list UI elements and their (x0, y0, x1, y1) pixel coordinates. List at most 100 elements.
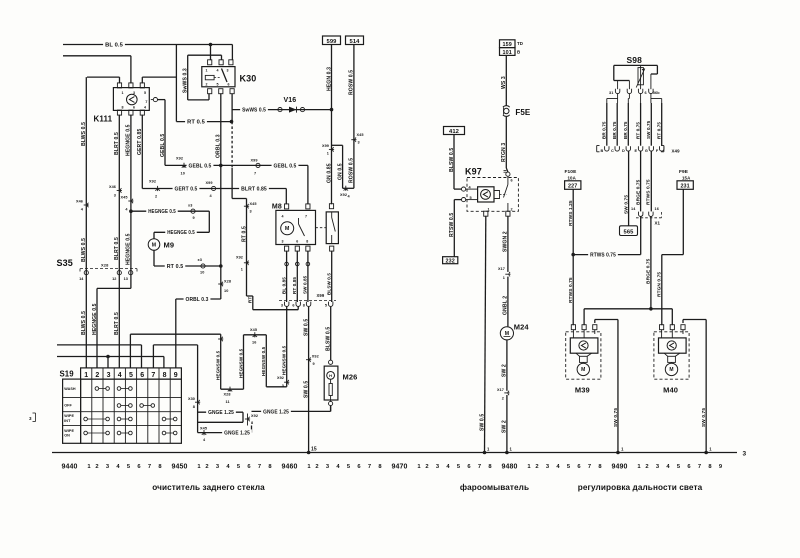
svg-text:фароомыватель: фароомыватель (460, 483, 529, 492)
svg-text:8: 8 (158, 464, 162, 470)
svg-text:SW 0.75: SW 0.75 (613, 408, 619, 427)
svg-text:SW 0.75: SW 0.75 (623, 195, 629, 214)
svg-text:GNGE 1.25: GNGE 1.25 (224, 430, 250, 436)
svg-text:11: 11 (226, 400, 230, 404)
svg-text:M24: M24 (514, 323, 530, 332)
svg-text:BLRT 0.5: BLRT 0.5 (114, 237, 120, 260)
svg-text:X45: X45 (200, 427, 207, 431)
svg-text:8: 8 (303, 304, 305, 308)
svg-text:7: 7 (148, 464, 151, 470)
svg-text:3: 3 (114, 194, 116, 198)
svg-text:X28: X28 (101, 263, 109, 268)
svg-text:RT 0.75: RT 0.75 (635, 122, 640, 139)
svg-text:1: 1 (637, 464, 641, 470)
svg-text:8: 8 (598, 464, 602, 470)
svg-text:1: 1 (503, 276, 505, 280)
svg-text:RT: RT (248, 297, 253, 303)
svg-text:2: 2 (502, 397, 504, 401)
svg-text:4: 4 (666, 464, 670, 470)
svg-text:F9E: F9E (679, 169, 689, 175)
svg-text:412: 412 (449, 129, 459, 135)
svg-text:BRGE 0.75: BRGE 0.75 (646, 258, 652, 284)
svg-text:7: 7 (588, 464, 591, 470)
svg-text:13: 13 (124, 277, 128, 281)
svg-text:C: C (611, 149, 614, 153)
svg-text:GERT 0.85: GERT 0.85 (137, 129, 143, 155)
svg-text:RT 0.5: RT 0.5 (167, 264, 184, 270)
svg-text:4: 4 (144, 106, 146, 110)
svg-text:8: 8 (163, 372, 167, 379)
svg-text:14: 14 (79, 277, 84, 281)
svg-text:31: 31 (609, 91, 613, 95)
svg-text:F5E: F5E (515, 108, 531, 117)
svg-text:HEGNSW 0.5: HEGNSW 0.5 (261, 346, 266, 376)
svg-text:232: 232 (446, 258, 455, 264)
svg-text:3: 3 (282, 384, 284, 388)
svg-text:X99: X99 (317, 293, 325, 298)
svg-text:16: 16 (252, 341, 256, 345)
svg-text:3: 3 (216, 464, 220, 470)
svg-text:HEGNGE 0.5: HEGNGE 0.5 (167, 230, 195, 236)
svg-text:3: 3 (326, 464, 330, 470)
svg-text:6: 6 (296, 240, 298, 244)
svg-text:GEBL 0.5: GEBL 0.5 (189, 163, 212, 169)
svg-text:GN 0.85: GN 0.85 (326, 163, 332, 183)
svg-text:7: 7 (258, 464, 261, 470)
svg-text:X45: X45 (121, 196, 128, 200)
svg-text:X1: X1 (655, 221, 661, 226)
svg-text:101: 101 (503, 50, 512, 56)
svg-text:3: 3 (106, 464, 110, 470)
svg-text:5: 5 (677, 464, 681, 470)
svg-text:1: 1 (327, 152, 329, 156)
svg-text:6: 6 (140, 372, 144, 379)
svg-text:SW 0.75: SW 0.75 (701, 408, 707, 427)
svg-text:BLSW 0.5: BLSW 0.5 (327, 273, 332, 295)
svg-text:8: 8 (122, 106, 124, 110)
svg-text:2: 2 (95, 464, 98, 470)
svg-text:X92: X92 (340, 193, 347, 197)
svg-text:x3: x3 (198, 258, 202, 262)
svg-text:BL 0.85: BL 0.85 (281, 277, 286, 294)
svg-text:1: 1 (510, 447, 513, 452)
svg-text:RTGN 3: RTGN 3 (501, 143, 507, 162)
svg-text:4: 4 (217, 69, 219, 73)
svg-text:9470: 9470 (392, 463, 408, 470)
svg-text:BLRT 0.85: BLRT 0.85 (241, 186, 267, 192)
svg-text:1: 1 (621, 447, 624, 452)
svg-text:B: B (601, 149, 604, 153)
svg-text:регулировка дальности света: регулировка дальности света (578, 483, 703, 492)
svg-text:1: 1 (709, 447, 712, 452)
svg-text:RT 0.5: RT 0.5 (187, 120, 205, 126)
svg-text:8: 8 (708, 464, 712, 470)
svg-text:2: 2 (425, 464, 428, 470)
svg-text:3: 3 (656, 464, 660, 470)
svg-text:1: 1 (488, 208, 490, 212)
svg-text:2: 2 (535, 464, 538, 470)
svg-text:RTWS 0.75: RTWS 0.75 (646, 179, 652, 205)
svg-text:X45: X45 (357, 133, 364, 137)
svg-text:M: M (285, 226, 290, 232)
svg-text:2: 2 (315, 464, 318, 470)
svg-text:2: 2 (206, 83, 208, 87)
svg-text:3: 3 (546, 464, 550, 470)
svg-text:GEBL 0.5: GEBL 0.5 (274, 163, 297, 169)
svg-text:X92: X92 (236, 256, 243, 260)
svg-text:GNGE 1.25: GNGE 1.25 (208, 410, 234, 416)
svg-text:x3: x3 (188, 204, 192, 208)
svg-text:S19: S19 (60, 370, 75, 379)
svg-text:GN 0.5: GN 0.5 (337, 163, 343, 180)
svg-text:X99: X99 (206, 181, 213, 185)
svg-text:56b: 56b (653, 91, 660, 95)
svg-text:3: 3 (250, 210, 252, 214)
svg-text:10: 10 (200, 271, 204, 275)
svg-text:HEGNGE 0.5: HEGNGE 0.5 (126, 124, 132, 156)
svg-text:5: 5 (325, 304, 327, 308)
svg-text:ORBL 0.3: ORBL 0.3 (216, 134, 222, 158)
svg-text:159: 159 (503, 42, 512, 48)
svg-text:X30: X30 (188, 397, 195, 401)
svg-text:WS 3: WS 3 (501, 76, 507, 89)
svg-text:6: 6 (133, 106, 135, 110)
svg-text:HEGNGE 0.5: HEGNGE 0.5 (92, 303, 98, 335)
svg-text:8: 8 (268, 464, 272, 470)
svg-text:OFF: OFF (64, 404, 72, 408)
